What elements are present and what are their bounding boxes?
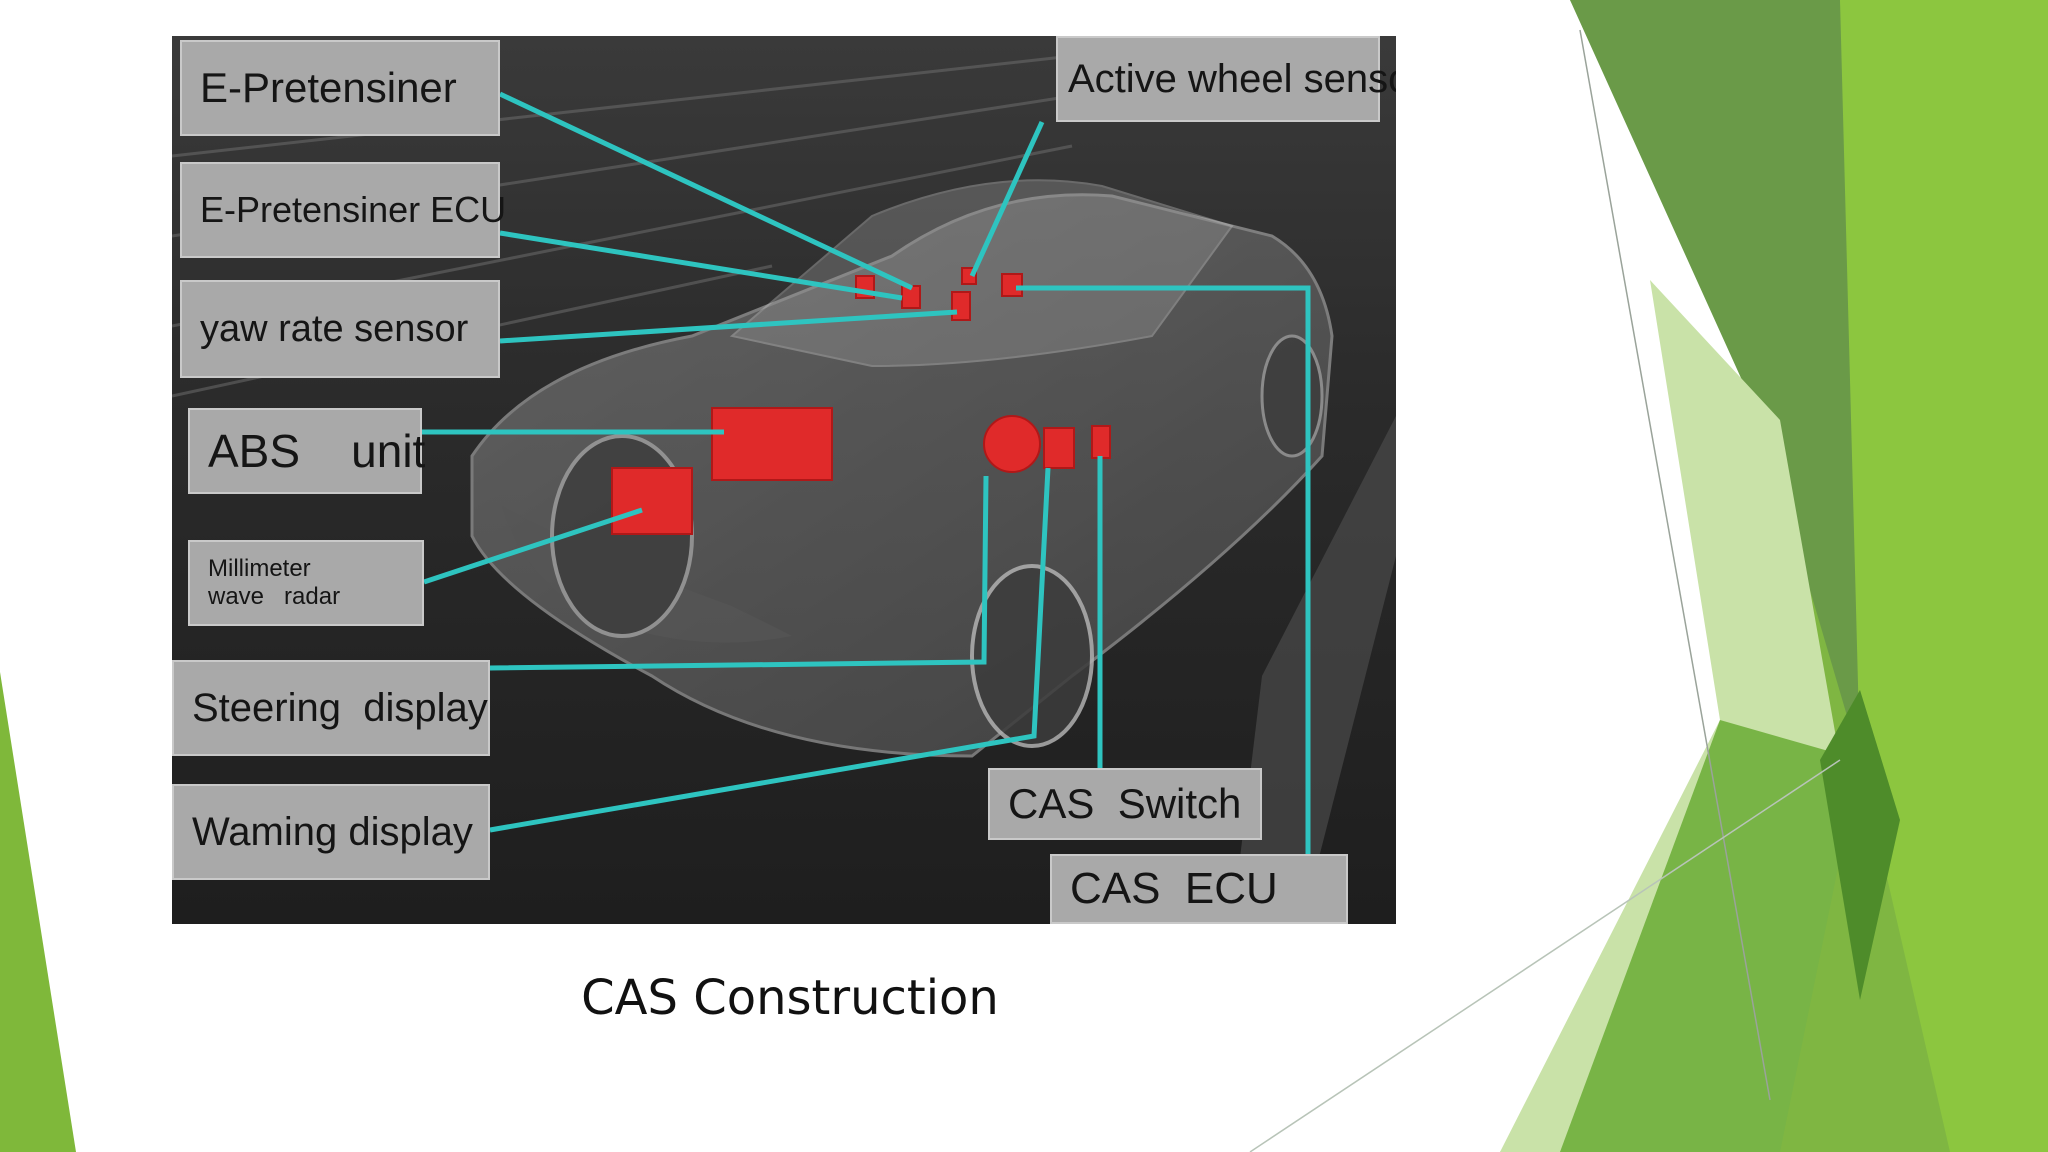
cas-ecu-component [1001, 273, 1023, 297]
callout-label: yaw rate sensor [200, 307, 469, 350]
cas-switch-component [1091, 425, 1111, 459]
callout-e-pretensiner: E-Pretensiner [180, 40, 500, 136]
callout-steering-display: Steering display [172, 660, 490, 756]
slide-caption: CAS Construction [581, 970, 999, 1026]
radar-component [611, 467, 693, 535]
car-system-diagram: E-Pretensiner E-Pretensiner ECU yaw rate… [172, 36, 1396, 924]
callout-label-line1: Millimeter [208, 555, 311, 582]
callout-label-line2: wave radar [208, 583, 341, 610]
callout-label: Waming display [192, 809, 473, 854]
callout-label: E-Pretensiner [200, 64, 457, 111]
callout-label: CAS Switch [1008, 780, 1242, 827]
abs-unit-component [711, 407, 833, 481]
callout-cas-ecu: CAS ECU [1050, 854, 1348, 924]
callout-warning-display: Waming display [172, 784, 490, 880]
callout-cas-switch: CAS Switch [988, 768, 1262, 840]
warning-display-component [1043, 427, 1075, 469]
callout-yaw-rate-sensor: yaw rate sensor [180, 280, 500, 378]
callout-label: E-Pretensiner ECU [200, 189, 507, 230]
leader-lines [422, 91, 1311, 854]
callout-label: Steering display [192, 685, 488, 730]
yaw-sensor-component [951, 291, 971, 321]
callout-active-wheel-sensor: Active wheel sensor [1056, 36, 1396, 122]
steering-display-component [983, 415, 1041, 473]
callout-e-pretensiner-ecu: E-Pretensiner ECU [180, 162, 506, 258]
callout-abs-unit: ABS unit [188, 408, 426, 494]
callout-label: CAS ECU [1070, 864, 1278, 913]
callout-label: Active wheel sensor [1068, 56, 1396, 101]
callout-millimeter-wave-radar: Millimeter wave radar [188, 540, 424, 626]
callout-label: ABS unit [208, 425, 426, 477]
